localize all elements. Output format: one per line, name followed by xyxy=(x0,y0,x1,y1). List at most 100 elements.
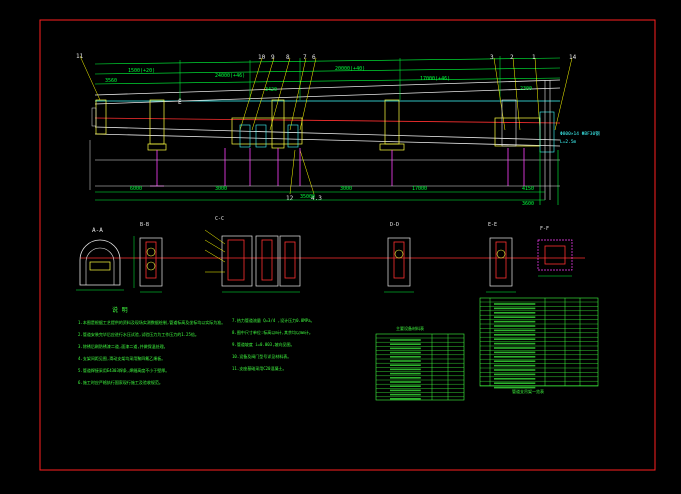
table-cell-text xyxy=(390,389,421,392)
table-cell-text xyxy=(494,373,536,376)
section-a: A-A xyxy=(76,227,124,291)
section-b: B-B xyxy=(133,222,163,293)
table-cell-text xyxy=(494,342,536,345)
dim-1500: 1500(+20) xyxy=(128,68,155,74)
right-spec: Φ800×14 ΦBF30钢 xyxy=(560,130,600,137)
table-cell-text xyxy=(494,369,536,371)
table-cell-text xyxy=(390,356,421,358)
table-cell-text xyxy=(494,386,536,389)
table-2-title: 管道支吊架一览表 xyxy=(512,388,544,394)
section-e-label: E-E xyxy=(488,222,497,228)
table-cell-text xyxy=(494,325,536,327)
dim-35000: 35000 xyxy=(300,194,315,200)
table-cell-text xyxy=(390,393,421,396)
note-11: 11.支座基础采用C20混凝土。 xyxy=(232,365,286,371)
dim-6000: 6000 xyxy=(130,186,142,192)
balloon-group: 11 10 9 8 7 6 3 2 1 14 12 4.3 xyxy=(76,53,577,202)
support-3 xyxy=(379,99,405,186)
right-spec-2: L=2.5m xyxy=(560,139,577,145)
table-cell-text xyxy=(494,378,536,380)
table-cell-text xyxy=(494,338,536,340)
table-cell-text xyxy=(390,368,421,371)
support-2-cluster xyxy=(224,99,303,186)
balloon-12: 12 xyxy=(286,195,294,202)
notes-title: 说 明 xyxy=(112,306,128,314)
section-c-label: C-C xyxy=(215,216,224,222)
note-5: 5.管道焊接采用E4303焊条,焊缝高度不小于壁厚。 xyxy=(78,367,169,373)
note-7: 7.热力管道流量 Q=3/4 ,设计压力0.8MPa。 xyxy=(232,317,315,323)
section-a-label: A-A xyxy=(92,227,103,234)
table-cell-text xyxy=(390,398,421,400)
note-2: 2.管道安装完毕后应进行水压试验,试验压力为工作压力的1.25倍。 xyxy=(78,331,199,337)
balloon-10: 10 xyxy=(258,54,266,61)
table-cell-text xyxy=(390,377,421,379)
section-e: E-E xyxy=(486,222,516,293)
section-f-label: F-F xyxy=(540,226,549,232)
balloon-6: 6 xyxy=(312,54,316,61)
balloon-11: 11 xyxy=(76,53,84,60)
note-8: 8.图中尺寸单位:标高以m计,其余均以mm计。 xyxy=(232,329,313,335)
table-cell-text xyxy=(390,364,421,366)
section-b-label: B-B xyxy=(140,222,149,228)
table-cell-text xyxy=(390,385,421,387)
dim-3420: 3420 xyxy=(265,87,277,93)
table-cell-text xyxy=(494,312,536,314)
section-d-label: D-D xyxy=(390,222,399,228)
support-4-cluster xyxy=(494,99,555,186)
elevation-mark: Ë xyxy=(178,99,182,106)
table-cell-text xyxy=(390,360,421,362)
balloon-4-3: 4.3 xyxy=(311,195,322,202)
table-1-title: 主要设备材料表 xyxy=(396,325,424,331)
dim-17000-bottom: 17000 xyxy=(412,186,427,192)
support-1 xyxy=(147,99,167,187)
dim-20000: 20000(+40) xyxy=(335,66,365,72)
table-cell-text xyxy=(494,303,536,305)
dim-3560: 3560 xyxy=(105,78,117,84)
balloon-9: 9 xyxy=(271,54,275,61)
table-cell-text xyxy=(494,334,536,336)
dim-3000-a: 3000 xyxy=(215,186,227,192)
notes-block: 说 明 1.本图是根据工艺提供的资料及现场实测数据绘制,管道标高及坐标均以实际为… xyxy=(78,306,315,385)
table-cell-text xyxy=(494,382,536,384)
section-d: D-D xyxy=(384,222,414,293)
table-cell-text xyxy=(390,347,421,350)
note-4: 4.支架间距见图,滑动支架均采用聚四氟乙烯板。 xyxy=(78,355,165,361)
note-3: 3.除锈后刷防锈漆二道,面漆二道,并做保温处理。 xyxy=(78,343,168,349)
balloon-7: 7 xyxy=(303,54,307,61)
table-1: 主要设备材料表 xyxy=(375,325,465,401)
drawing-frame xyxy=(39,19,656,471)
dim-17000-top: 17000(+46) xyxy=(420,76,450,82)
table-cell-text xyxy=(494,307,536,310)
table-cell-text xyxy=(494,364,536,367)
table-cell-text xyxy=(494,360,536,362)
table-cell-text xyxy=(494,347,536,349)
table-cell-text xyxy=(494,320,536,323)
dim-3600: 3600 xyxy=(522,201,534,207)
balloon-2: 2 xyxy=(510,54,514,61)
table-cell-text xyxy=(494,316,536,318)
table-cell-text xyxy=(390,343,421,345)
balloon-8: 8 xyxy=(286,54,290,61)
note-9: 9.管道坡度 i=0.003,坡向见图。 xyxy=(232,341,295,347)
dim-24000: 24000(+46) xyxy=(215,73,245,79)
balloon-14: 14 xyxy=(569,54,577,61)
table-cell-text xyxy=(390,351,421,354)
table-cell-text xyxy=(494,329,536,332)
table-cell-text xyxy=(390,381,421,383)
note-10: 10.设备及阀门型号详见材料表。 xyxy=(232,353,291,359)
table-cell-text xyxy=(494,356,536,358)
table-cell-text xyxy=(494,351,536,354)
section-c: C-C xyxy=(204,216,301,293)
dim-4150: 4150 xyxy=(522,186,534,192)
table-cell-text xyxy=(390,339,421,341)
note-6: 6.施工时应严格执行国家现行施工及验收规范。 xyxy=(78,379,163,385)
dim-2300: 2300 xyxy=(520,86,532,92)
right-end xyxy=(539,80,559,205)
table-2: 管道支吊架一览表 xyxy=(479,297,599,394)
elevation-view: 1500(+20) 3560 24000(+46) 3420 17000(+46… xyxy=(76,53,600,207)
left-end-support: Ë xyxy=(89,99,182,190)
dim-3000-b: 3000 xyxy=(340,186,352,192)
note-1: 1.本图是根据工艺提供的资料及现场实测数据绘制,管道标高及坐标均以实际为准。 xyxy=(78,319,225,325)
balloon-1: 1 xyxy=(532,54,536,61)
